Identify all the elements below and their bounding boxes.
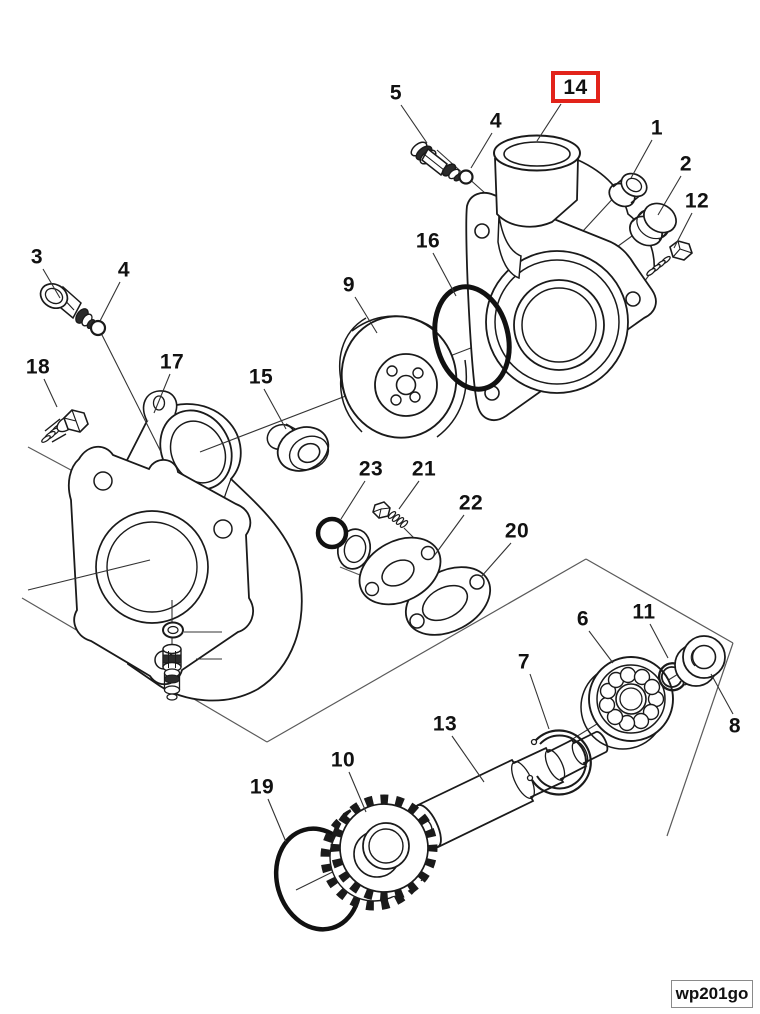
part-callout-6[interactable]: 6 <box>576 607 590 631</box>
part-5-sensor-drawing <box>410 141 463 182</box>
figure-code-text: wp201go <box>675 984 749 1003</box>
part-callout-20[interactable]: 20 <box>504 519 530 543</box>
part-14-housing-drawing <box>465 134 657 421</box>
part-2-plug-drawing <box>629 202 677 247</box>
part-callout-17[interactable]: 17 <box>159 350 185 374</box>
part-17-pump-body-drawing <box>67 390 303 702</box>
part-callout-12[interactable]: 12 <box>684 189 710 213</box>
leader-lines <box>42 103 734 843</box>
part-callout-7[interactable]: 7 <box>517 650 531 674</box>
part-callout-8[interactable]: 8 <box>728 714 742 738</box>
part-callout-21[interactable]: 21 <box>411 457 437 481</box>
figure-code-badge: wp201go <box>671 980 753 1008</box>
part-16-oring-drawing <box>432 284 512 392</box>
part-15-seal-drawing <box>266 423 330 472</box>
part-1-plug-drawing <box>608 172 648 208</box>
part-callout-23[interactable]: 23 <box>358 457 384 481</box>
part-callout-4a[interactable]: 4 <box>489 109 503 133</box>
part-callout-3[interactable]: 3 <box>30 245 44 269</box>
part-21-bolt-drawing <box>372 501 409 528</box>
part-8-seal-ring-drawing <box>674 635 726 687</box>
part-callout-4b[interactable]: 4 <box>117 258 131 282</box>
part-7-snap-ring-drawing <box>526 729 592 796</box>
drain-fitting-drawing <box>162 621 184 701</box>
part-4-oring-upper-drawing <box>458 169 474 185</box>
part-callout-18[interactable]: 18 <box>25 355 51 379</box>
part-callout-16[interactable]: 16 <box>415 229 441 253</box>
part-callout-14[interactable]: 14 <box>563 75 588 99</box>
part-4-oring-left-drawing <box>89 319 107 337</box>
part-callout-10[interactable]: 10 <box>330 748 356 772</box>
part-13-shaft-drawing <box>414 730 609 849</box>
part-callout-14-highlight[interactable]: 14 <box>551 71 600 103</box>
part-callout-13[interactable]: 13 <box>432 712 458 736</box>
part-3-plug-drawing <box>39 282 96 330</box>
part-18-bolt-drawing <box>41 409 89 443</box>
part-callout-1[interactable]: 1 <box>650 116 664 140</box>
part-callout-22[interactable]: 22 <box>458 491 484 515</box>
part-callout-11[interactable]: 11 <box>632 600 656 624</box>
part-callout-15[interactable]: 15 <box>248 365 274 389</box>
part-12-bolt-drawing <box>646 240 693 277</box>
part-23-oring-drawing <box>315 516 349 550</box>
part-10-gear-drawing <box>320 794 438 911</box>
part-callout-5[interactable]: 5 <box>389 81 403 105</box>
part-callout-9[interactable]: 9 <box>342 273 356 297</box>
part-6-bearing-drawing <box>580 656 674 750</box>
part-callout-19[interactable]: 19 <box>249 775 275 799</box>
part-callout-2[interactable]: 2 <box>679 152 693 176</box>
part-9-impeller-drawing <box>338 315 468 439</box>
